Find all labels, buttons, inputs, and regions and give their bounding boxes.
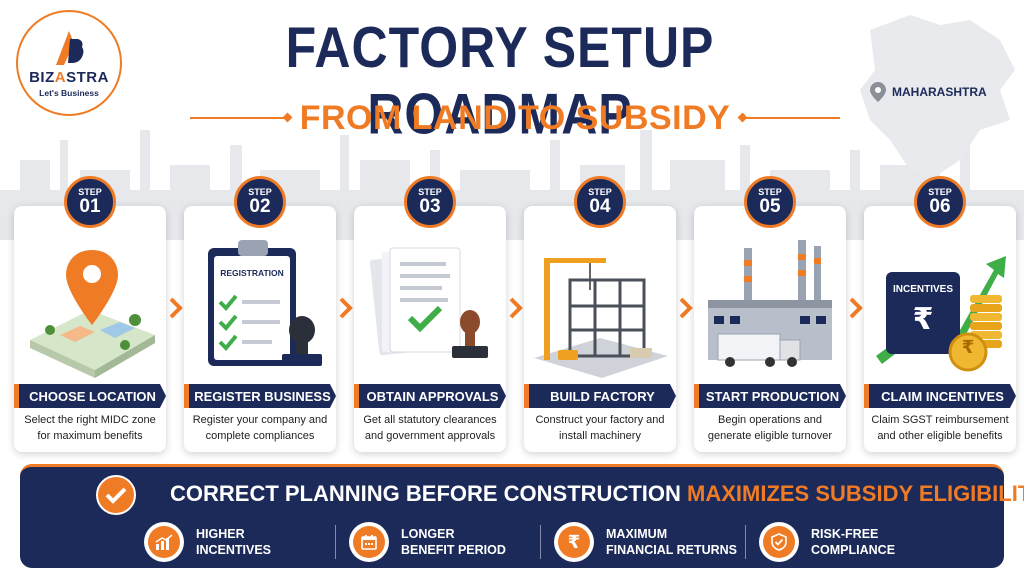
check-circle-icon	[96, 475, 136, 515]
rupee-coin-icon: ₹	[554, 522, 594, 562]
step-badge: STEP 05	[744, 176, 796, 228]
step-card-obtain-approvals[interactable]: STEP 03 OBTAIN APPROVALS Get all statuto…	[354, 176, 506, 452]
step-card-register-business[interactable]: STEP 02 REGISTRATION REGISTER BUSINESS R…	[184, 176, 336, 452]
rupee-icon: ₹	[912, 302, 934, 337]
clipboard-icon	[208, 240, 322, 366]
step-title: CHOOSE LOCATION	[14, 384, 166, 408]
step-word: STEP	[78, 187, 102, 197]
step-word: STEP	[418, 187, 442, 197]
step-number: 05	[759, 196, 781, 217]
step-title: START PRODUCTION	[694, 384, 846, 408]
benefits-banner: CORRECT PLANNING BEFORE CONSTRUCTION MAX…	[20, 464, 1024, 568]
incentives-coins-illustration: INCENTIVES ₹ ₹	[870, 230, 1010, 380]
growth-arrow-coins-icon	[876, 256, 1006, 372]
logo-brand-name: BIZASTRA	[29, 68, 109, 86]
step-description: Claim SGST reimbursement and other eligi…	[871, 414, 1009, 442]
banner-headline-highlight: MAXIMIZES SUBSIDY ELIGIBILITY.	[687, 481, 1024, 506]
page-title: FACTORY SETUP ROADMAP	[285, 15, 715, 147]
banner-headline: CORRECT PLANNING BEFORE CONSTRUCTION MAX…	[170, 481, 1024, 507]
step-card-choose-location[interactable]: STEP 01 CHOOSE LOCATION Select the right…	[14, 176, 166, 452]
clipboard-stamp-illustration: REGISTRATION	[190, 230, 330, 380]
step-number: 01	[79, 196, 101, 217]
step-description: Select the right MIDC zone for maximum b…	[24, 414, 156, 442]
step-card-start-production[interactable]: STEP 05 START PRODUCTION Begin operation…	[694, 176, 846, 452]
growth-chart-icon	[144, 522, 184, 562]
step-badge: STEP 01	[64, 176, 116, 228]
step-description: Construct your factory and install machi…	[535, 414, 665, 442]
map-pin-illustration-icon	[30, 250, 155, 378]
page-subtitle: FROM LAND TO SUBSIDY	[299, 98, 731, 137]
step-number: 06	[929, 196, 951, 217]
step-word: STEP	[248, 187, 272, 197]
chevron-right-icon	[169, 297, 183, 319]
step-badge: STEP 04	[574, 176, 626, 228]
step-card-build-factory[interactable]: STEP 04 BUILD FACTORY Construct your fac…	[524, 176, 676, 452]
subtitle-divider-left	[190, 117, 288, 119]
step-title: CLAIM INCENTIVES	[864, 384, 1016, 408]
step-badge: STEP 06	[914, 176, 966, 228]
step-word: STEP	[588, 187, 612, 197]
step-number: 02	[249, 196, 271, 217]
subtitle-row: FROM LAND TO SUBSIDY	[190, 96, 841, 140]
step-description: Begin operations and generate eligible t…	[707, 414, 833, 442]
calendar-icon	[349, 522, 389, 562]
factory-truck-icon	[708, 240, 832, 367]
incentives-box-label: INCENTIVES	[892, 284, 953, 295]
chevron-right-icon	[339, 297, 353, 319]
location-pin-icon	[870, 82, 886, 102]
step-title: REGISTER BUSINESS	[184, 384, 336, 408]
approved-documents-stamp-icon	[369, 247, 488, 358]
step-card-claim-incentives[interactable]: STEP 06 INCENTIVES ₹ ₹ CLAIM INCENTIVES …	[864, 176, 1016, 452]
banner-headline-white: CORRECT PLANNING BEFORE CONSTRUCTION	[170, 481, 687, 506]
step-title: BUILD FACTORY	[524, 384, 676, 408]
chevron-right-icon	[679, 297, 693, 319]
shield-check-icon	[759, 522, 799, 562]
subtitle-divider-right	[742, 117, 841, 119]
step-title: OBTAIN APPROVALS	[354, 384, 506, 408]
step-badge: STEP 02	[234, 176, 286, 228]
step-number: 03	[419, 196, 441, 217]
step-word: STEP	[758, 187, 782, 197]
chevron-right-icon	[849, 297, 863, 319]
rupee-coin-icon: ₹	[961, 337, 975, 358]
maharashtra-map-icon	[860, 15, 1015, 180]
step-description: Register your company and complete compl…	[192, 414, 328, 442]
step-word: STEP	[928, 187, 952, 197]
step-description: Get all statutory clearances and governm…	[363, 414, 497, 442]
roadmap-steps: STEP 01 CHOOSE LOCATION Select the right…	[14, 176, 1016, 456]
construction-crane-icon	[534, 258, 668, 378]
logo-tagline: Let's Business	[39, 87, 99, 98]
bizastra-logo-mark-icon	[56, 30, 84, 65]
region-name: MAHARASHTRA	[892, 85, 987, 99]
chevron-right-icon	[509, 297, 523, 319]
bizastra-logo[interactable]: BIZASTRA Let's Business	[16, 10, 122, 116]
step-number: 04	[589, 196, 611, 217]
region-label: MAHARASHTRA	[870, 82, 987, 102]
step-badge: STEP 03	[404, 176, 456, 228]
registration-doc-label: REGISTRATION	[220, 268, 284, 278]
